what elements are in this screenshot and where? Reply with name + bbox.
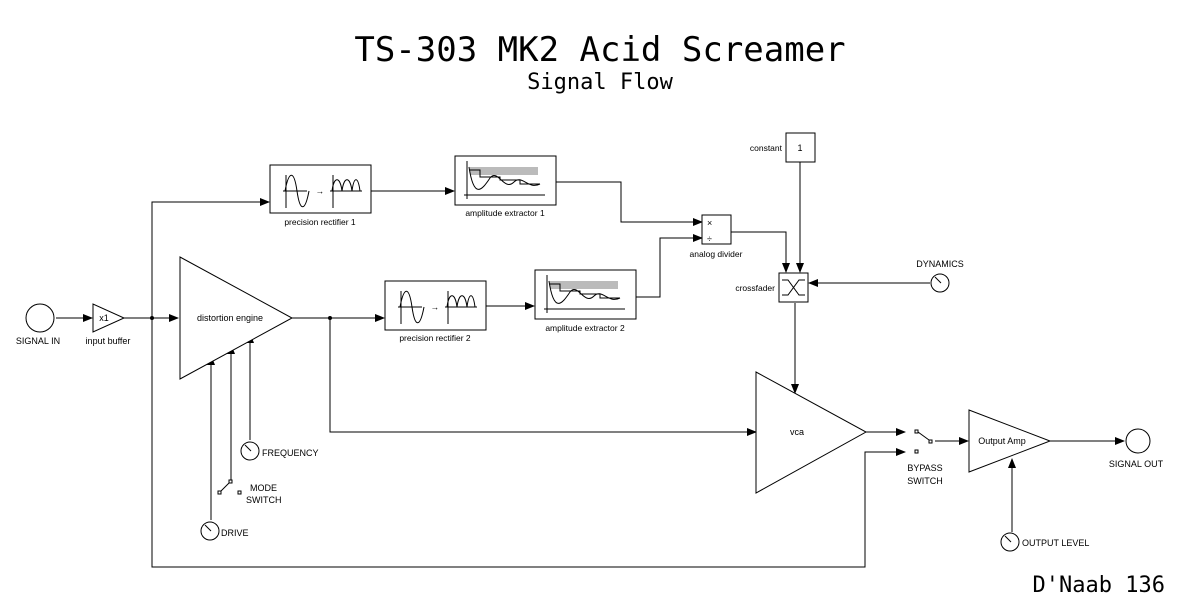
signal-out-port: SIGNAL OUT xyxy=(1109,428,1164,469)
signal-in-circle xyxy=(25,303,55,333)
vca-label: vca xyxy=(790,427,804,437)
analog-divider-box xyxy=(701,214,732,245)
output-amp-triangle xyxy=(968,409,1052,473)
envelope-shading-icon xyxy=(550,281,618,289)
knob-pointer-icon xyxy=(244,444,252,452)
input-buffer-block: x1 input buffer xyxy=(86,303,131,346)
switch-lever-icon xyxy=(917,431,930,441)
plot-axes-icon xyxy=(544,275,625,313)
wire-amp2-to-divider xyxy=(636,234,703,298)
drive-knob[interactable]: DRIVE xyxy=(200,521,249,541)
bypass-switch-label-1: BYPASS xyxy=(907,463,942,473)
signal-out-circle xyxy=(1125,428,1151,454)
switch-contact-icon xyxy=(237,490,242,495)
output-amp-label: Output Amp xyxy=(978,436,1026,446)
mode-switch-label-1: MODE xyxy=(250,483,277,493)
divide-icon: ÷ xyxy=(707,234,712,244)
crossfade-icon xyxy=(782,279,805,296)
sine-wave-icon xyxy=(398,290,425,324)
amplitude-extractor-1-label: amplitude extractor 1 xyxy=(465,208,545,218)
frequency-label: FREQUENCY xyxy=(262,448,319,458)
knob-pointer-icon xyxy=(1004,535,1012,543)
switch-contact-icon xyxy=(228,479,233,484)
rectified-wave-icon xyxy=(330,175,362,208)
crossfader-block: crossfader xyxy=(735,272,809,303)
switch-contact-icon xyxy=(217,490,222,495)
signal-out-label: SIGNAL OUT xyxy=(1109,459,1164,469)
vca-block: vca xyxy=(755,371,868,494)
distortion-engine-label: distortion engine xyxy=(197,313,263,323)
knob-pointer-icon xyxy=(204,524,212,532)
mode-switch[interactable]: MODE SWITCH xyxy=(217,479,282,505)
switch-contact-icon xyxy=(928,439,933,444)
precision-rectifier-2-box xyxy=(384,280,487,331)
wires xyxy=(56,162,1125,568)
wire-divider-to-crossfader xyxy=(731,231,790,273)
diagram-title: TS-303 MK2 Acid Screamer xyxy=(354,30,845,70)
knob-icon xyxy=(240,441,260,461)
constant-label: constant xyxy=(750,143,783,153)
precision-rectifier-1-box xyxy=(269,164,372,214)
mode-switch-label-2: SWITCH xyxy=(246,495,282,505)
amplitude-extractor-2-block: amplitude extractor 2 xyxy=(534,269,637,333)
frequency-knob[interactable]: FREQUENCY xyxy=(240,441,319,461)
rectifier-arrow-icon: → xyxy=(316,186,325,196)
switch-contact-icon xyxy=(914,429,919,434)
rectified-wave-icon xyxy=(445,291,477,324)
multiply-icon: × xyxy=(707,218,712,228)
envelope-shading-icon xyxy=(470,167,538,175)
knob-icon xyxy=(1000,532,1020,552)
signal-in-port: SIGNAL IN xyxy=(16,303,60,346)
constant-block: 1 constant xyxy=(750,132,816,163)
wire-distortion-to-vca xyxy=(329,318,757,436)
input-buffer-label: input buffer xyxy=(86,336,131,346)
amplitude-extractor-1-block: amplitude extractor 1 xyxy=(454,155,557,218)
amplitude-extractor-2-label: amplitude extractor 2 xyxy=(545,323,625,333)
knob-pointer-icon xyxy=(934,276,942,284)
sine-wave-icon xyxy=(283,174,310,208)
switch-contact-icon xyxy=(914,449,919,454)
constant-value: 1 xyxy=(797,143,802,153)
signal-in-label: SIGNAL IN xyxy=(16,336,60,346)
precision-rectifier-2-block: → precision rectifier 2 xyxy=(384,280,487,343)
wire-to-bypass-dry xyxy=(151,318,906,568)
bypass-switch[interactable]: BYPASS SWITCH xyxy=(907,429,943,486)
drive-label: DRIVE xyxy=(221,528,249,538)
plot-axes-icon xyxy=(464,161,545,199)
step-envelope-icon xyxy=(470,169,540,185)
constant-box xyxy=(785,132,816,163)
precision-rectifier-1-block: → precision rectifier 1 xyxy=(269,164,372,227)
analog-divider-block: × ÷ analog divider xyxy=(690,214,743,259)
input-buffer-triangle xyxy=(92,303,126,333)
input-buffer-gain: x1 xyxy=(99,313,109,323)
knob-icon xyxy=(930,273,950,293)
dynamics-label: DYNAMICS xyxy=(916,259,964,269)
dynamics-knob[interactable]: DYNAMICS xyxy=(916,259,964,293)
switch-lever-icon xyxy=(220,482,230,492)
output-amp-block: Output Amp xyxy=(968,409,1052,473)
wire-amp1-to-divider xyxy=(556,181,703,226)
step-envelope-icon xyxy=(550,283,620,299)
author-credit: D'Naab 136 xyxy=(1033,573,1165,598)
analog-divider-label: analog divider xyxy=(690,249,743,259)
precision-rectifier-1-label: precision rectifier 1 xyxy=(284,217,356,227)
precision-rectifier-2-label: precision rectifier 2 xyxy=(399,333,471,343)
distortion-engine-block: distortion engine xyxy=(179,256,294,380)
output-level-label: OUTPUT LEVEL xyxy=(1022,538,1089,548)
vca-triangle xyxy=(755,371,868,494)
output-level-knob[interactable]: OUTPUT LEVEL xyxy=(1000,532,1089,552)
distortion-engine-triangle xyxy=(179,256,294,380)
diagram-subtitle: Signal Flow xyxy=(527,70,673,95)
wire-to-rectifier-1 xyxy=(151,198,270,318)
rectifier-arrow-icon: → xyxy=(431,302,440,312)
crossfader-label: crossfader xyxy=(735,283,775,293)
knob-icon xyxy=(200,521,220,541)
bypass-switch-label-2: SWITCH xyxy=(907,476,943,486)
